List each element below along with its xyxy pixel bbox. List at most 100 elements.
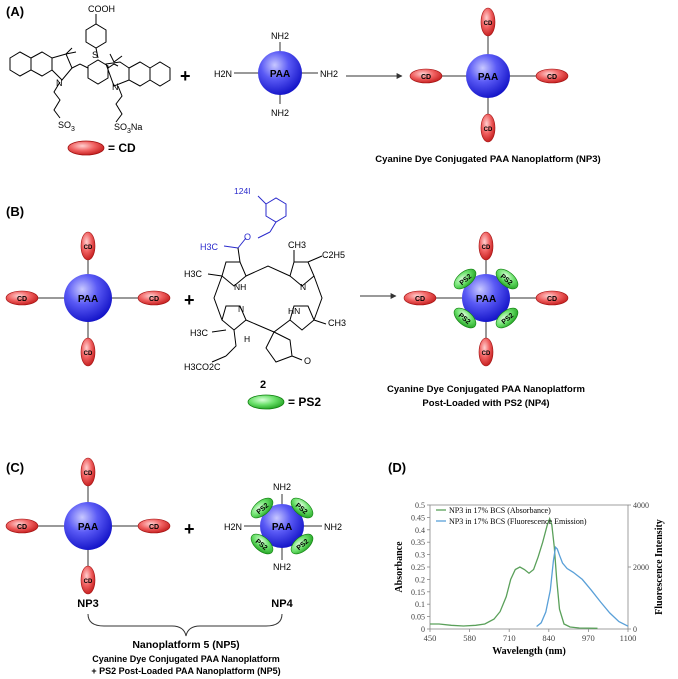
cd-right-marker — [535, 68, 569, 84]
ether-o-label: O — [244, 232, 251, 242]
y-tick-label: 0.25 — [411, 563, 425, 572]
hn-label: HN — [288, 306, 300, 316]
y-tick-label: 0.45 — [411, 513, 425, 522]
np4-c-sphere — [260, 504, 304, 548]
cd-right-label-b: CD — [149, 296, 159, 303]
ps2-marker-br-b: PS2 — [495, 307, 519, 329]
h-label: H — [244, 334, 250, 344]
np5-brace — [87, 613, 283, 637]
panel-b-caption-line2: Post-Loaded with PS2 (NP4) — [422, 398, 549, 409]
np3-product: PAA CD CD CD CD — [409, 7, 569, 143]
np4-product-b: PAA CD CD CD CD PS2 PS2 PS2 PS2 — [403, 231, 569, 367]
np3-b-core-label: PAA — [78, 294, 98, 305]
cd-bottom-label-np4b: CD — [482, 351, 491, 357]
panel-c-label: (C) — [6, 460, 24, 475]
dye-so3na-right: SO3Na — [114, 122, 142, 135]
ps2-marker-bl-c: PS2 — [250, 533, 274, 555]
ps2-marker-tl-b: PS2 — [453, 268, 477, 290]
np3-name-label: NP3 — [77, 598, 98, 610]
np3-c-core-label: PAA — [78, 522, 98, 533]
cd-top-marker-c — [80, 457, 96, 487]
y-tick-label: 0.05 — [411, 613, 425, 622]
paa-amine-reactant: PAA NH2 NH2 H2N NH2 — [214, 31, 338, 118]
cd-bottom-marker-np4b — [478, 337, 494, 367]
series-line-fluorescence — [536, 545, 629, 628]
cd-bottom-marker — [480, 113, 496, 143]
cd-top-label-np4b: CD — [482, 245, 491, 251]
cd-right-label-np4b: CD — [547, 296, 557, 303]
dye-n-left-label: N — [56, 78, 63, 88]
np4-b-sphere — [462, 274, 510, 322]
y2-tick-label: 0 — [633, 625, 637, 634]
dye-n-right-label: N — [112, 82, 119, 92]
x-tick-label: 580 — [463, 633, 476, 643]
np3-b-sphere — [64, 274, 112, 322]
x-tick-label: 970 — [582, 633, 595, 643]
ps2-legend-text: = PS2 — [288, 395, 321, 409]
cd-right-label: CD — [547, 74, 557, 81]
cyanine-dye-structure — [9, 14, 171, 123]
cd-left-label: CD — [421, 74, 431, 81]
cd-bottom-label-c: CD — [84, 579, 93, 585]
np3-c-sphere — [64, 502, 112, 550]
dye-cooh-label: COOH — [88, 4, 115, 14]
h3c-top-label: H3C — [200, 242, 219, 252]
panel-a-caption: Cyanine Dye Conjugated PAA Nanoplatform … — [375, 154, 600, 165]
cd-right-marker-c — [137, 518, 171, 534]
cd-top-marker-b — [80, 231, 96, 261]
cd-left-label-b: CD — [17, 296, 27, 303]
cd-left-label-c: CD — [17, 524, 27, 531]
np3-reactant-b: PAA CD CD CD CD — [5, 231, 171, 367]
y-tick-label: 0.5 — [415, 501, 425, 510]
h3c-left-label: H3C — [184, 269, 203, 279]
nh2-bottom-label: NH2 — [271, 108, 289, 118]
ch3-right-label: CH3 — [328, 318, 346, 328]
ester-label: H3CO2C — [184, 362, 221, 372]
cd-left-label-np4b: CD — [415, 296, 425, 303]
y2-tick-label: 2000 — [633, 563, 649, 572]
x-axis-title: Wavelength (nm) — [492, 646, 566, 657]
x-tick-label: 840 — [542, 633, 555, 643]
y-axis-title: Absorbance — [394, 541, 405, 593]
dye-so3-left: SO3 — [58, 120, 75, 133]
iodine-124-label: 124I — [234, 186, 251, 196]
y-tick-label: 0.1 — [415, 600, 425, 609]
x-tick-label: 1100 — [620, 633, 637, 643]
ch3-top-label: CH3 — [288, 240, 306, 250]
paa-sphere — [258, 51, 302, 95]
cd-top-label-b: CD — [84, 245, 93, 251]
h2n-left-label: H2N — [214, 69, 232, 79]
np4-nh2-top-label: NH2 — [273, 482, 291, 492]
cd-right-marker-b — [137, 290, 171, 306]
plus-sign-c: + — [184, 519, 195, 539]
panel-c-caption-line2: + PS2 Post-Loaded PAA Nanoplatform (NP5) — [91, 666, 280, 676]
cd-bottom-marker-c — [80, 565, 96, 595]
y-tick-label: 0 — [421, 625, 425, 634]
c2h5-label: C2H5 — [322, 250, 345, 260]
ps2-structure — [207, 195, 327, 363]
cd-right-label-c: CD — [149, 524, 159, 531]
np4-name-label: NP4 — [271, 598, 293, 610]
panel-a-label: (A) — [6, 4, 24, 19]
np4-c-core-label: PAA — [272, 522, 292, 533]
ps2-marker-bl-b: PS2 — [453, 307, 477, 329]
plus-sign-a: + — [180, 66, 191, 86]
panel-c-caption-line1: Cyanine Dye Conjugated PAA Nanoplatform — [92, 654, 280, 664]
y-tick-label: 0.4 — [415, 526, 425, 535]
cd-left-marker-np4b — [403, 290, 437, 306]
series-line-absorbance — [430, 516, 598, 629]
np4-nh2-bottom-label: NH2 — [273, 562, 291, 572]
panel-d-label: (D) — [388, 460, 406, 475]
nh2-right-label: NH2 — [320, 69, 338, 79]
x-tick-label: 450 — [424, 633, 437, 643]
np4-h2n-left-label: H2N — [224, 522, 242, 532]
ps2-marker-tr-b: PS2 — [495, 268, 519, 290]
np4-c: PAA NH2 H2N NH2 NH2 PS2 PS2 PS2 PS2 — [224, 482, 342, 572]
cd-legend-marker — [67, 140, 105, 156]
ketone-o-label: O — [304, 356, 311, 366]
y-tick-label: 0.2 — [415, 575, 425, 584]
np4-b-core-label: PAA — [476, 294, 496, 305]
y2-tick-label: 4000 — [633, 501, 649, 510]
